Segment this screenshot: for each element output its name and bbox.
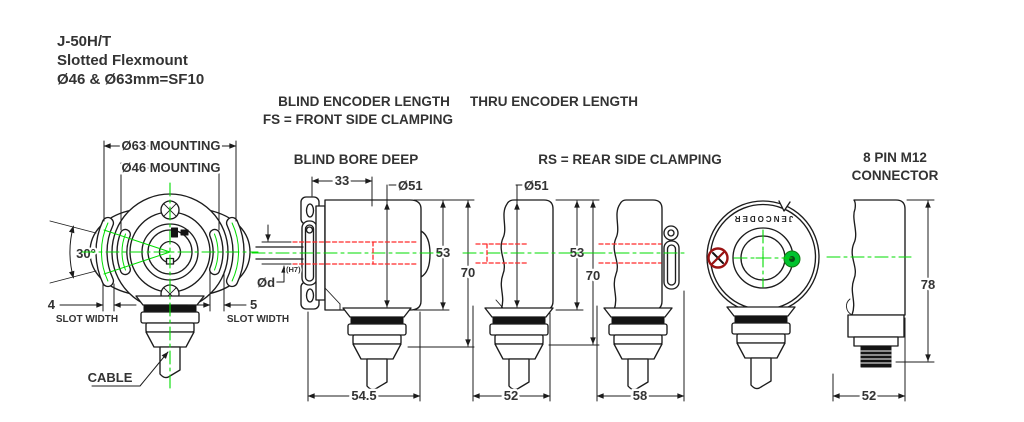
rear-clamp-collar	[663, 225, 680, 290]
dim-bore-depth-33: 33	[335, 173, 349, 188]
centerlines	[81, 182, 912, 389]
dim-height-53: 53	[436, 245, 450, 260]
model-title: J-50H/T	[57, 33, 111, 50]
rear-clamp-view: 58	[596, 199, 685, 405]
key-mark-2	[180, 229, 189, 236]
dim-dia-51: Ø51	[398, 178, 423, 193]
dim-length-52-m12: 52	[862, 388, 876, 403]
dim-height-78: 78	[921, 277, 935, 292]
cable-gland	[484, 307, 554, 391]
m12-version-view: 78 52	[832, 199, 937, 405]
dim-length-52-thru: 52	[504, 388, 518, 403]
m12-connector	[847, 314, 905, 368]
cable-gland	[342, 307, 412, 391]
size-code-title: Ø46 & Ø63mm=SF10	[57, 71, 204, 88]
housing-notch	[778, 200, 791, 212]
slot-width-label-left: SLOT WIDTH	[56, 314, 118, 325]
encoder-body-broken	[500, 199, 554, 311]
dim-46-mounting: Ø46 MOUNTING	[122, 160, 221, 175]
slot-width-label-right: SLOT WIDTH	[227, 314, 289, 325]
dim-shaft-dia: Ød	[257, 275, 275, 290]
key-mark-1	[171, 227, 178, 238]
green-indicator-icon	[783, 250, 801, 268]
outer-slot-left	[95, 216, 115, 288]
dim-total-70: 70	[461, 265, 475, 280]
fs-clamping-header: FS = FRONT SIDE CLAMPING	[263, 112, 453, 127]
mount-type-title: Slotted Flexmount	[57, 52, 188, 69]
brand-label: JENCODER	[733, 214, 793, 223]
thru-encoder-header: THRU ENCODER LENGTH	[470, 94, 638, 109]
blind-bore-header: BLIND BORE DEEP	[294, 152, 419, 167]
thru-version-view: Ø51 53 70 52	[472, 176, 602, 405]
m12-header-line1: 8 PIN M12	[863, 150, 927, 165]
rear-face-view: JENCODER	[706, 200, 820, 390]
front-view: Ø63 MOUNTING Ø46 MOUNTING 30° 4 SLOT WID…	[46, 136, 292, 388]
fit-tolerance-h7: (H7)	[286, 265, 301, 274]
dim-length-58: 58	[633, 388, 647, 403]
cable-gland	[726, 306, 796, 390]
rear-boss	[420, 230, 431, 278]
blind-version-view: 33 Ø51 53 70 54.5 Ød (H7)	[255, 171, 478, 406]
dim-slot-width-5: 5	[250, 297, 257, 312]
dim-slot-width-4: 4	[48, 297, 56, 312]
m12-header-line2: CONNECTOR	[852, 168, 939, 183]
cable-gland	[603, 307, 673, 391]
dim-total-70-thru: 70	[586, 268, 600, 283]
encoder-body-broken	[613, 199, 663, 311]
cable-label: CABLE	[88, 370, 133, 385]
no-hammer-icon	[707, 247, 729, 269]
dim-dia-51-thru: Ø51	[524, 178, 549, 193]
dim-angle-30: 30°	[76, 246, 96, 261]
rs-clamping-header: RS = REAR SIDE CLAMPING	[538, 152, 721, 167]
dim-length-54-5: 54.5	[351, 388, 376, 403]
break-hook	[846, 298, 853, 316]
inner-slot-right	[209, 228, 224, 276]
dim-63-mounting: Ø63 MOUNTING	[122, 138, 221, 153]
section-headers: BLIND ENCODER LENGTH FS = FRONT SIDE CLA…	[263, 94, 939, 183]
blind-encoder-header: BLIND ENCODER LENGTH	[278, 94, 450, 109]
bore-hidden-lines	[292, 241, 662, 265]
title-block: J-50H/T Slotted Flexmount Ø46 & Ø63mm=SF…	[57, 33, 204, 88]
